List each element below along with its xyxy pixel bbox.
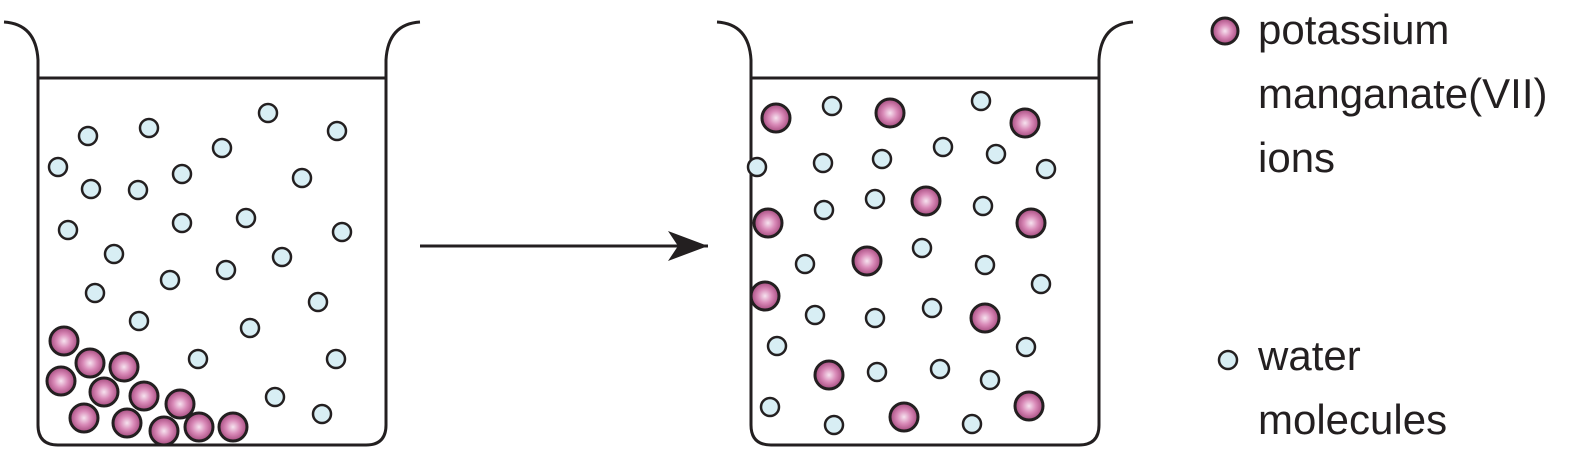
water-particle [128, 310, 150, 332]
ion-particle [760, 102, 792, 134]
water-particle [103, 243, 125, 265]
water-particle [766, 335, 788, 357]
left-ions [45, 325, 249, 447]
ion-particle [969, 302, 1001, 334]
water-particle [311, 403, 333, 425]
water-particle [80, 178, 102, 200]
ion-particle [48, 325, 80, 357]
water-particle [215, 259, 237, 281]
water-particle [325, 348, 347, 370]
water-particle [961, 413, 983, 435]
water-particle [804, 304, 826, 326]
water-particle [821, 95, 843, 117]
right-ions [749, 97, 1047, 433]
water-particle [972, 195, 994, 217]
water-particle [979, 369, 1001, 391]
legend-water-symbol [1217, 349, 1239, 371]
water-particle [813, 199, 835, 221]
ion-particle [910, 185, 942, 217]
water-particle [211, 137, 233, 159]
water-particle [77, 125, 99, 147]
water-particle [985, 143, 1007, 165]
ion-particle [1009, 107, 1041, 139]
ion-particle [74, 347, 106, 379]
water-particle [871, 148, 893, 170]
water-particle [1015, 336, 1037, 358]
ion-particle [45, 365, 77, 397]
water-particle [257, 102, 279, 124]
water-particle [812, 152, 834, 174]
water-particle [746, 156, 768, 178]
water-particle [1030, 273, 1052, 295]
water-particle [331, 221, 353, 243]
left-beaker [3, 20, 421, 447]
water-particle [138, 117, 160, 139]
water-particle [171, 212, 193, 234]
water-particle [264, 386, 286, 408]
legend-ion-line: manganate(VII) [1258, 70, 1548, 117]
water-particle [84, 282, 106, 304]
ion-particle [851, 245, 883, 277]
ion-particle [183, 411, 215, 443]
water-particle [759, 396, 781, 418]
ion-particle [111, 407, 143, 439]
ion-particle [888, 401, 920, 433]
water-particle [47, 156, 69, 178]
ion-particle [108, 351, 140, 383]
water-particle [794, 253, 816, 275]
water-particle [932, 136, 954, 158]
ion-particle [813, 359, 845, 391]
water-particle [866, 361, 888, 383]
water-particle [235, 207, 257, 229]
legend-water-line: water [1258, 332, 1361, 379]
water-particle [57, 219, 79, 241]
water-particle [970, 90, 992, 112]
legend-ion-label: potassium manganate(VII) ions [1258, 0, 1588, 190]
ion-particle [88, 376, 120, 408]
legend-ion-line: potassium [1258, 6, 1450, 53]
legend-water-label: water molecules [1258, 324, 1588, 452]
water-particle [929, 358, 951, 380]
water-particle [127, 179, 149, 201]
ion-particle [749, 280, 781, 312]
ion-particle [164, 388, 196, 420]
arrow-head [668, 231, 708, 261]
water-particle [864, 188, 886, 210]
ion-particle [1013, 390, 1045, 422]
water-particle [271, 246, 293, 268]
ion-particle [217, 411, 249, 443]
water-particle [864, 307, 886, 329]
legend-ion-symbol [1210, 16, 1240, 46]
ion-particle [148, 415, 180, 447]
water-particle [171, 163, 193, 185]
ion-particle [128, 380, 160, 412]
ion-particle [68, 402, 100, 434]
water-particle [823, 414, 845, 436]
legend-ion-line: ions [1258, 134, 1336, 181]
water-particle [326, 120, 348, 142]
water-particle [307, 291, 329, 313]
water-particle [187, 348, 209, 370]
ion-particle [752, 207, 784, 239]
left-water-molecules [47, 102, 353, 425]
water-particle [239, 317, 261, 339]
water-particle [974, 254, 996, 276]
water-particle [1035, 158, 1057, 180]
ion-particle [874, 97, 906, 129]
ion-particle [1015, 207, 1047, 239]
right-water-molecules [746, 90, 1057, 436]
water-particle [911, 237, 933, 259]
legend-water-line: molecules [1258, 396, 1448, 443]
water-particle [159, 269, 181, 291]
right-beaker [716, 20, 1134, 447]
water-particle [921, 297, 943, 319]
water-particle [291, 167, 313, 189]
